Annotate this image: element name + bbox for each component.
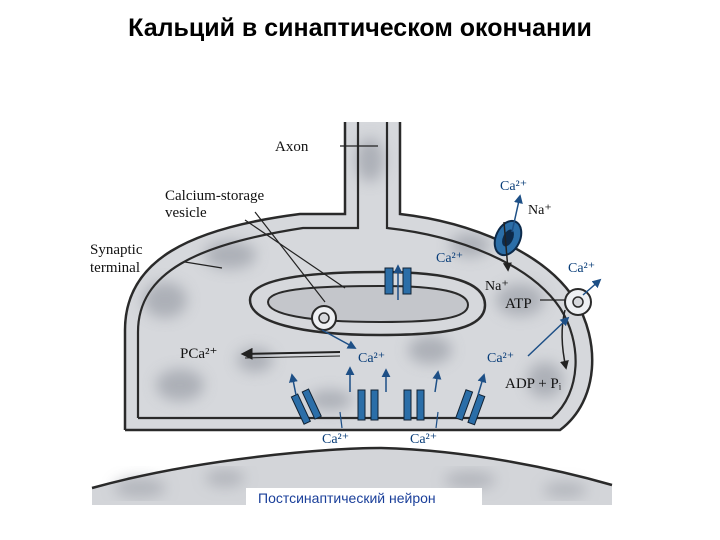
postsynaptic-label-box xyxy=(246,488,482,508)
label-terminal: terminal xyxy=(90,260,140,276)
calcium-channel xyxy=(290,388,322,425)
na-ca-exchanger xyxy=(493,194,523,272)
calcium-storage-vesicle xyxy=(248,270,487,337)
label-na-top: Na⁺ xyxy=(528,203,552,218)
label-ca-vesicle-in: Ca²⁺ xyxy=(436,251,463,266)
label-ca-channel-left: Ca²⁺ xyxy=(322,432,349,447)
calcium-channel xyxy=(455,389,486,426)
vesicle-channel xyxy=(384,264,412,300)
label-pointers xyxy=(184,145,565,303)
calcium-channel xyxy=(357,389,379,421)
label-ca-exchanger-out: Ca²⁺ xyxy=(500,179,527,194)
label-ca-center: Ca²⁺ xyxy=(358,351,385,366)
vesicle-pump xyxy=(311,305,337,331)
label-vesicle: vesicle xyxy=(165,205,207,221)
label-synaptic: Synaptic xyxy=(90,242,143,258)
flow-arrows xyxy=(240,316,570,429)
atp-calcium-pump xyxy=(560,278,602,370)
label-axon: Axon xyxy=(275,139,309,155)
label-ca-channel-right: Ca²⁺ xyxy=(410,432,437,447)
label-adp-pi: ADP + Pᵢ xyxy=(505,376,562,392)
calcium-channel xyxy=(403,389,425,421)
label-na-bottom: Na⁺ xyxy=(485,279,509,294)
calcium-channels xyxy=(288,366,487,426)
postsynaptic-neuron xyxy=(91,446,613,508)
label-atp: ATP xyxy=(505,296,532,312)
label-ca-pump-out: Ca²⁺ xyxy=(568,261,595,276)
postsynaptic-label: Постсинаптический нейрон xyxy=(258,490,436,506)
slide-title: Кальций в синаптическом окончании xyxy=(128,14,592,42)
label-pca: PCa²⁺ xyxy=(180,346,217,362)
label-calcium-storage: Calcium-storage xyxy=(165,188,264,204)
label-ca-pump-in: Ca²⁺ xyxy=(487,351,514,366)
